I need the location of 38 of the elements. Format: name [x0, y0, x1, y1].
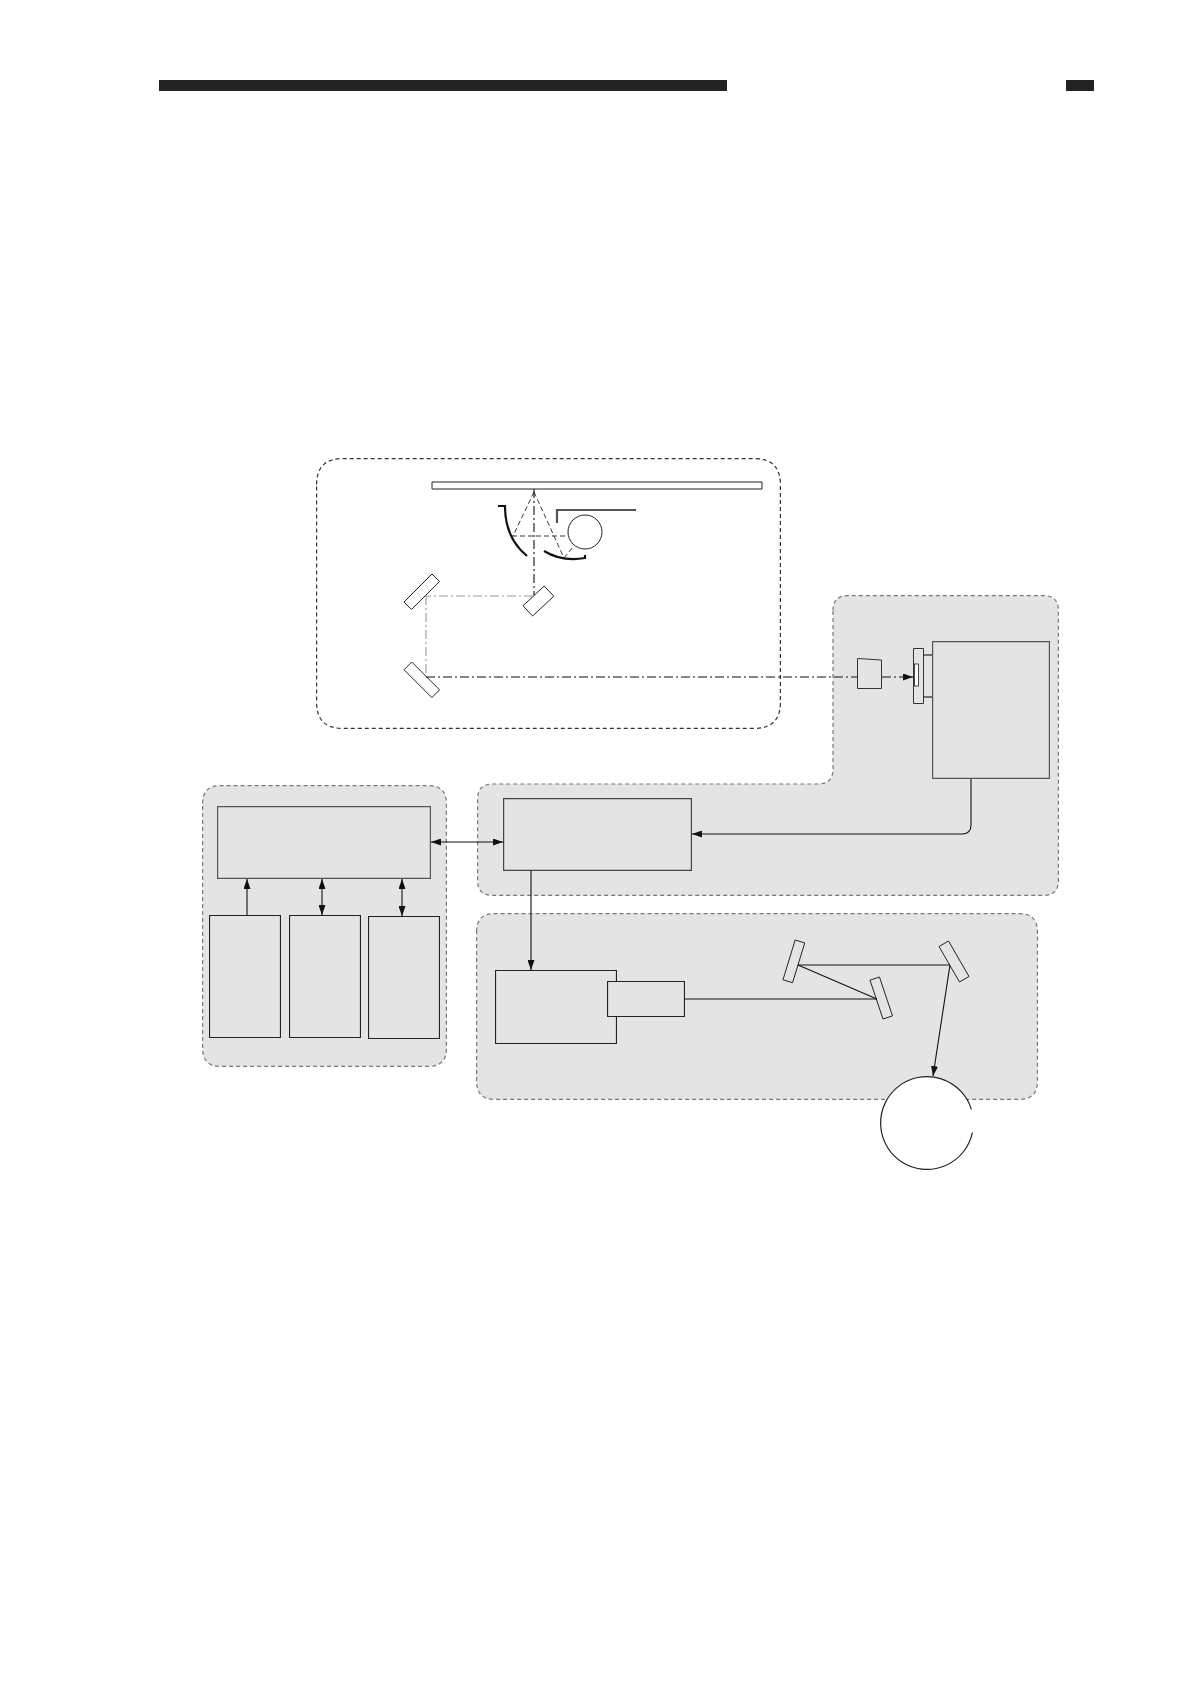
arrow: [527, 870, 535, 971]
light-path: [424, 595, 534, 597]
light-path: [425, 676, 858, 678]
laser-beam: [797, 964, 951, 966]
arrow: [243, 878, 251, 916]
block-box: [607, 981, 685, 1017]
group-region: [316, 458, 781, 729]
drum-circle: [879, 1076, 974, 1170]
arrow: [430, 838, 504, 846]
mirror: [781, 939, 806, 984]
laser-beam: [684, 998, 878, 1000]
laser-beam: [797, 964, 878, 1000]
block-box: [209, 915, 281, 1038]
connector-line: [923, 654, 933, 656]
light-path: [881, 673, 914, 681]
group-region: [477, 595, 1059, 896]
glass-plate: [431, 481, 763, 490]
arrow: [691, 778, 972, 838]
sensor-block: [913, 648, 924, 704]
arrow: [398, 878, 406, 917]
block-box: [289, 915, 361, 1038]
mirror: [522, 584, 555, 617]
arrow: [318, 878, 326, 916]
laser-beam: [931, 964, 951, 1077]
connector-line: [923, 696, 933, 698]
mirror: [403, 572, 441, 611]
group-region: [476, 913, 1038, 1100]
block-box: [217, 806, 431, 879]
block-box: [495, 970, 617, 1044]
block-box: [503, 798, 692, 871]
mirror: [403, 661, 441, 699]
group-region: [202, 785, 447, 1067]
block-box: [368, 916, 440, 1039]
lens: [857, 658, 882, 689]
block-box: [932, 641, 1050, 779]
mirror: [938, 940, 971, 984]
mirror: [869, 975, 894, 1020]
light-path: [533, 488, 535, 596]
